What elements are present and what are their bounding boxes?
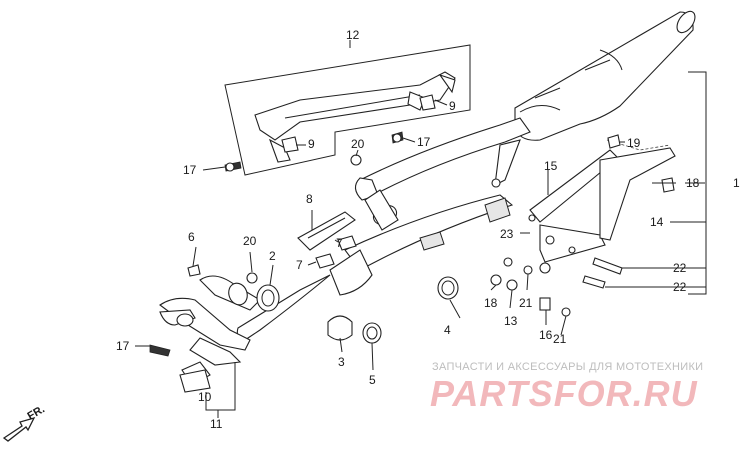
ring-4 bbox=[437, 276, 459, 300]
clip-19 bbox=[607, 134, 621, 149]
callout-21-lower: 21 bbox=[553, 332, 567, 346]
callout-20-lower: 20 bbox=[243, 234, 257, 248]
clamp-3 bbox=[327, 315, 353, 341]
callout-17-left: 17 bbox=[183, 163, 197, 177]
rear-bracket-assembly bbox=[528, 139, 676, 263]
gasket-2 bbox=[256, 284, 280, 312]
callout-21-upper: 21 bbox=[519, 296, 533, 310]
callout-17-middle: 17 bbox=[417, 135, 431, 149]
callout-17-lower: 17 bbox=[116, 339, 130, 353]
clip-9-left bbox=[281, 136, 299, 153]
callout-20-upper: 20 bbox=[351, 137, 365, 151]
direction-label: FR. bbox=[26, 403, 47, 422]
nut-23 bbox=[503, 257, 513, 267]
ring-5 bbox=[362, 322, 382, 344]
callout-7-lower: 7 bbox=[296, 258, 303, 272]
joint-7-lower bbox=[315, 253, 335, 269]
callout-5: 5 bbox=[369, 373, 376, 387]
muffler bbox=[514, 10, 696, 141]
leader-lines bbox=[135, 40, 707, 418]
callout-4: 4 bbox=[444, 323, 451, 337]
nut-23-b bbox=[539, 262, 551, 274]
washer-21-upper bbox=[523, 265, 533, 275]
upper-exhaust-pipe bbox=[354, 117, 531, 231]
callout-15: 15 bbox=[544, 159, 558, 173]
heat-shield-group-outline bbox=[224, 44, 471, 176]
callout-11: 11 bbox=[210, 417, 223, 431]
callout-16: 16 bbox=[539, 328, 553, 342]
watermark-brand: PARTSFOR.RU bbox=[430, 373, 698, 414]
collar-16 bbox=[539, 297, 551, 311]
callout-12: 12 bbox=[346, 28, 360, 42]
bolt-17-left bbox=[224, 161, 242, 172]
callout-19: 19 bbox=[627, 136, 641, 150]
callout-14: 14 bbox=[650, 215, 664, 229]
joint-7-upper bbox=[337, 235, 357, 251]
bolt-22-upper bbox=[592, 257, 623, 275]
bolt-22-lower bbox=[582, 275, 606, 289]
callout-8: 8 bbox=[306, 192, 313, 206]
bolt-18-right bbox=[661, 177, 675, 193]
nut-20-upper bbox=[350, 154, 362, 166]
callout-22-lower: 22 bbox=[673, 280, 687, 294]
callout-2: 2 bbox=[269, 249, 276, 263]
clip-6 bbox=[187, 264, 201, 277]
callout-18-lower: 18 bbox=[484, 296, 498, 310]
bolt-18-lower bbox=[490, 274, 502, 286]
lower-exhaust-pipe bbox=[236, 194, 514, 341]
callout-13: 13 bbox=[504, 314, 518, 328]
front-header-pipe bbox=[159, 275, 261, 390]
callout-7-upper: 7 bbox=[336, 236, 343, 250]
callout-9-right: 9 bbox=[449, 99, 456, 113]
bracket-10 bbox=[179, 369, 211, 393]
washer-21-lower bbox=[561, 307, 571, 317]
callout-6: 6 bbox=[188, 230, 195, 244]
clip-9-right bbox=[419, 94, 436, 111]
callout-1: 1 bbox=[733, 176, 740, 190]
bolt-17-middle bbox=[391, 131, 404, 144]
callout-10: 10 bbox=[198, 390, 212, 404]
heat-shield bbox=[254, 71, 456, 163]
nut-20-lower bbox=[246, 272, 258, 284]
callout-23: 23 bbox=[500, 227, 514, 241]
callout-9-left: 9 bbox=[308, 137, 315, 151]
washer-13 bbox=[506, 279, 518, 291]
callout-3: 3 bbox=[338, 355, 345, 369]
front-direction-indicator: FR. bbox=[2, 403, 47, 442]
bolt-17-lower bbox=[149, 344, 171, 357]
callout-22-upper: 22 bbox=[673, 261, 687, 275]
gasket-8 bbox=[297, 211, 356, 251]
watermark-subtitle: ЗАПЧАСТИ И АКСЕССУАРЫ ДЛЯ МОТОТЕХНИКИ bbox=[432, 361, 703, 373]
callout-18-right: 18 bbox=[686, 176, 700, 190]
